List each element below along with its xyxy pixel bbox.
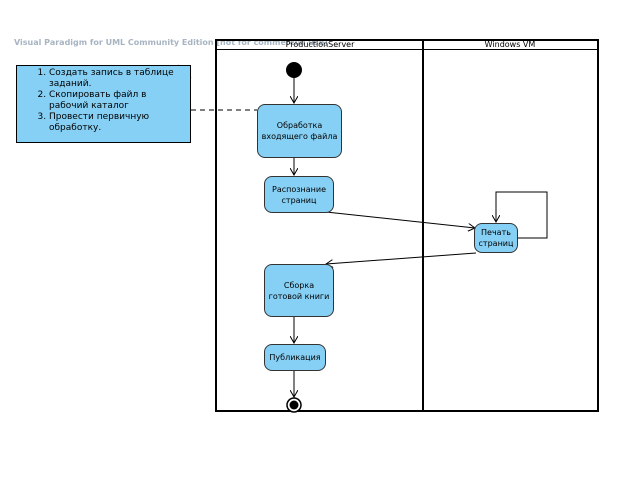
- note-item-3: Провести первичную обработку.: [49, 112, 186, 134]
- swimlane-pool: [215, 39, 599, 412]
- note-box: Создать запись в таблице заданий. Скопир…: [16, 65, 191, 143]
- action-recognize-pages[interactable]: Распознание страниц: [264, 176, 334, 213]
- action-assemble-book[interactable]: Сборка готовой книги: [264, 264, 334, 317]
- edge-print-self-loop: [496, 191, 548, 239]
- lane-title-windows-vm: Windows VM: [484, 40, 536, 49]
- note-item-2: Скопировать файл в рабочий каталог: [49, 90, 186, 112]
- initial-node: [286, 62, 302, 78]
- lane-header-divider: [215, 49, 599, 50]
- lane-divider: [422, 39, 424, 412]
- action-publish[interactable]: Публикация: [264, 344, 326, 371]
- action-print-pages[interactable]: Печать страниц: [474, 223, 518, 253]
- note-list: Создать запись в таблице заданий. Скопир…: [17, 66, 190, 134]
- final-node-inner: [289, 400, 299, 410]
- note-item-1: Создать запись в таблице заданий.: [49, 68, 186, 90]
- action-process-input[interactable]: Обработка входящего файла: [257, 104, 342, 158]
- lane-title-production-server: ProductionServer: [285, 40, 355, 49]
- edge-print-to-assemble: [326, 252, 477, 264]
- watermark-text: Visual Paradigm for UML Community Editio…: [14, 38, 328, 47]
- edge-recognize-to-print: [325, 211, 475, 228]
